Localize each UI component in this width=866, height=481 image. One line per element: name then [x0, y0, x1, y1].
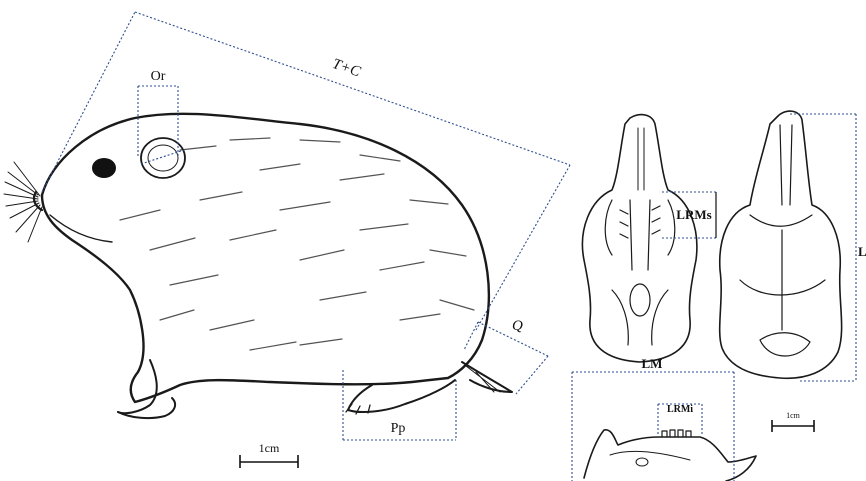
skull-dorsal-view: LC: [720, 111, 866, 381]
label-ear: Or: [151, 69, 166, 84]
label-upper-molars: LRMs: [676, 207, 711, 222]
measure-mandible-length: LM: [572, 356, 734, 481]
fur-strokes: [120, 138, 474, 350]
animal-illustration: T+C Or Q Pp 1cm: [4, 12, 570, 468]
scale-bar-skull: 1cm: [772, 411, 814, 432]
label-mandible-length: LM: [642, 356, 663, 371]
skull-ventral-view: LRMs: [582, 115, 716, 362]
label-total-length: T+C: [330, 56, 363, 81]
label-skull-length: LC: [858, 244, 866, 259]
whiskers: [4, 162, 42, 242]
scale-bar-animal: 1cm: [240, 441, 298, 468]
mandible-view: LM LRMi: [572, 356, 756, 481]
eye: [92, 158, 116, 178]
label-scale-skull: 1cm: [786, 411, 801, 420]
label-hind-foot: Pp: [391, 421, 406, 436]
label-lower-molars: LRMi: [667, 404, 693, 415]
measure-skull-length: LC: [790, 114, 866, 381]
label-tail: Q: [512, 318, 523, 334]
measure-upper-molars: LRMs: [662, 192, 716, 238]
label-scale-animal: 1cm: [259, 441, 280, 455]
measure-total-length: T+C: [42, 12, 570, 330]
